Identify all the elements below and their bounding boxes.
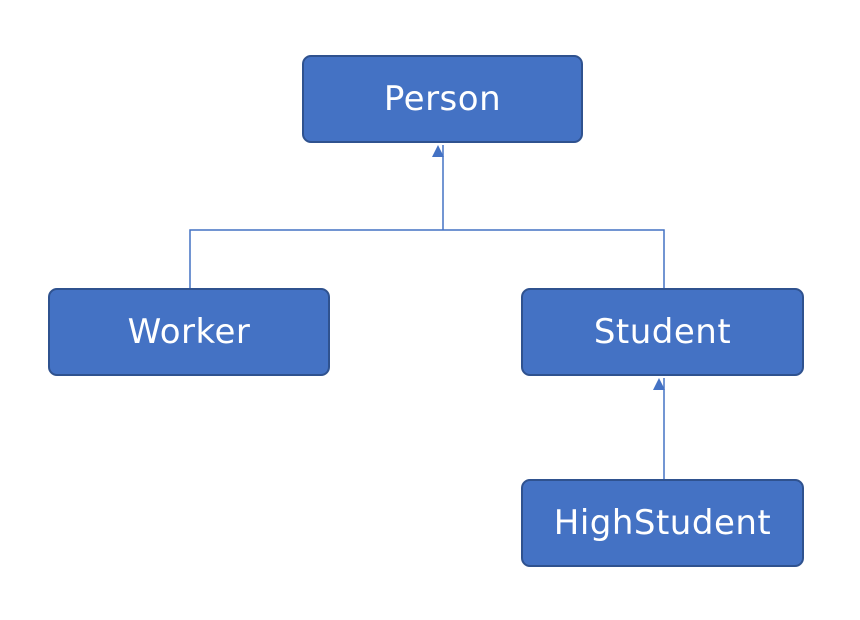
high-student-node: HighStudent [521,479,804,567]
worker-node-label: Worker [127,312,251,352]
student-node-label: Student [593,312,732,352]
student-node: Student [521,288,804,376]
person-node-label: Person [383,79,502,119]
worker-node: Worker [48,288,330,376]
person-node: Person [302,55,583,143]
high-student-node-label: HighStudent [553,503,772,543]
connector-worker-student-to-person [189,229,665,288]
